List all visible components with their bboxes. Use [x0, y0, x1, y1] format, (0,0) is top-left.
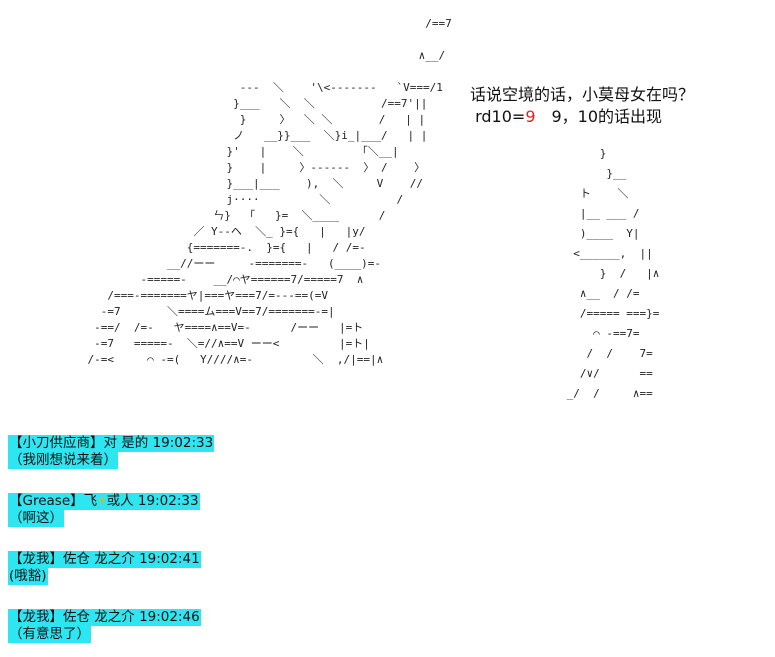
chat-text: （有意思了） — [8, 626, 91, 643]
chat-speaker: 【龙我】佐仓 龙之介 19:02:41 — [8, 551, 201, 568]
roll-condition: 9，10的话出现 — [535, 107, 663, 126]
chat-message: 【小刀供应商】对 是的 19:02:33 （我刚想说来着） — [8, 435, 215, 469]
roll-result: 9 — [525, 107, 536, 126]
speaker-name-part: 或人 19:02:33 — [106, 493, 199, 509]
lightning-icon: ⚡ — [97, 493, 107, 509]
chat-message: 【Grease】飞⚡或人 19:02:33 （啊这） — [8, 493, 200, 527]
chat-message: 【龙我】佐仓 龙之介 19:02:46 （有意思了） — [8, 609, 201, 643]
dialog-text: 话说空境的话，小莫母女在吗？ rd10=9 9，10的话出现 — [470, 84, 694, 128]
speaker-name-part: 【Grease】飞 — [9, 493, 98, 509]
chat-text: （啊这） — [8, 510, 64, 527]
chat-speaker: 【小刀供应商】对 是的 19:02:33 — [8, 435, 215, 452]
ascii-art-right-figure: } }__ ト ＼ |__ ___ / )____ Y| <______, ||… — [566, 147, 660, 400]
dialog-line-2: rd10=9 9，10的话出现 — [470, 106, 694, 128]
chat-speaker: 【Grease】飞⚡或人 19:02:33 — [8, 493, 200, 510]
chat-speaker: 【龙我】佐仓 龙之介 19:02:46 — [8, 609, 201, 626]
roll-label: rd10= — [475, 107, 526, 126]
chat-message: 【龙我】佐仓 龙之介 19:02:41 (哦豁) — [8, 551, 201, 585]
chat-text: （我刚想说来着） — [8, 452, 118, 469]
chat-text: (哦豁) — [8, 568, 48, 585]
ascii-art: /==7 ∧__/ --- ＼ '\<------- `V===/1 }___ … — [87, 17, 452, 366]
dialog-line-1: 话说空境的话，小莫母女在吗？ — [470, 85, 695, 104]
